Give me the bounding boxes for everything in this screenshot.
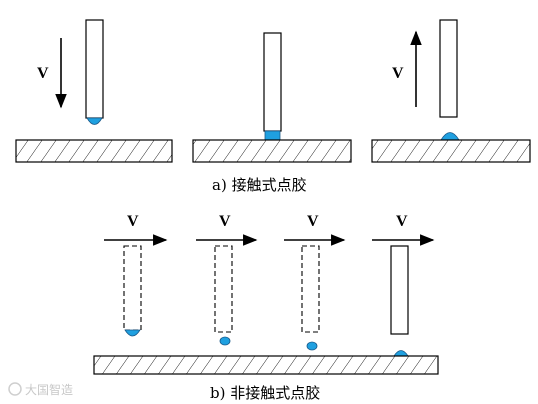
glue-drop [86, 117, 103, 125]
velocity-label: V [37, 65, 49, 82]
panel-b-stage-2: V [196, 213, 258, 346]
glue-drop [124, 329, 141, 337]
watermark-text: 大国智造 [25, 382, 73, 397]
needle [390, 245, 409, 335]
velocity-label: V [127, 213, 139, 230]
panel-b-stage-1: V [104, 213, 168, 337]
panel-b-stage-3: V [284, 213, 346, 351]
needle [439, 19, 458, 118]
velocity-label: V [219, 213, 231, 230]
velocity-label: V [392, 65, 404, 82]
panel-a-stage-descending: V [15, 19, 173, 163]
glue-dot [440, 132, 460, 141]
caption-a: a) 接触式点胶 [212, 176, 307, 194]
needle-dashed [123, 245, 142, 331]
needle-dashed [301, 245, 320, 333]
panel-b: V V V V b) 非接触式点胶 [93, 213, 439, 402]
watermark-logo-icon [8, 382, 22, 396]
velocity-label: V [396, 213, 408, 230]
glue-column [264, 130, 281, 141]
glue-droplet [306, 341, 318, 351]
needle [85, 19, 104, 119]
substrate [371, 139, 531, 163]
panel-a-stage-contact [192, 32, 352, 163]
needle [263, 32, 282, 132]
substrate [93, 355, 439, 375]
glue-dot [393, 350, 409, 357]
caption-b: b) 非接触式点胶 [210, 384, 320, 402]
glue-droplet [219, 336, 231, 346]
panel-b-stage-4: V [372, 213, 435, 357]
panel-a-stage-lifting: V [371, 19, 531, 163]
needle-dashed [214, 245, 233, 333]
panel-a: V V a) 接触式点胶 [15, 19, 531, 194]
substrate [192, 139, 352, 163]
watermark: 大国智造 [8, 382, 73, 397]
velocity-label: V [307, 213, 319, 230]
substrate [15, 139, 173, 163]
